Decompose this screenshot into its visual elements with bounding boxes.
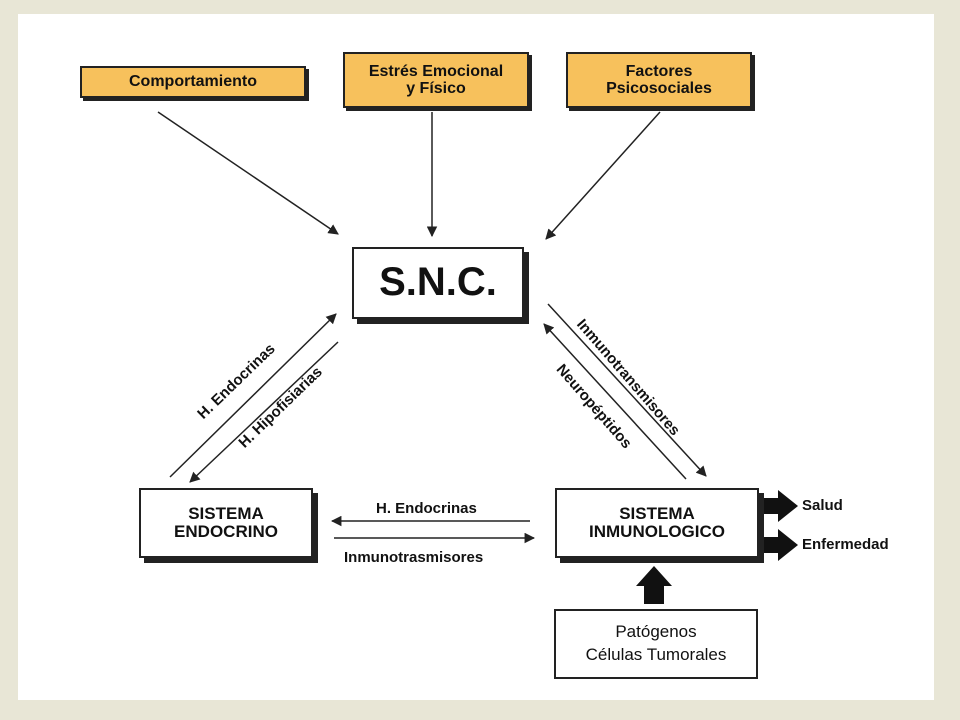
arrow-to-enfermedad [764,529,798,561]
diagram-canvas: Comportamiento Estrés Emocional y Físico… [18,14,934,700]
arrow-endo-to-snc [169,313,337,478]
arrow-snc-to-endo [189,341,339,483]
arrow-psycho-to-snc [545,111,661,240]
label-immune-to-endo: H. Endocrinas [376,500,477,517]
immune-label-line1: SISTEMA [619,503,695,523]
snc-box: S.N.C. [352,247,524,319]
immune-label-line2: INMUNOLOGICO [589,522,725,541]
stress-box: Estrés Emocional y Físico [343,52,529,108]
behavior-label: Comportamiento [129,73,257,91]
endocrine-box: SISTEMA ENDOCRINO [139,488,313,558]
arrow-layer [157,111,798,604]
pathogens-label-line1: Patógenos [615,622,697,642]
pathogens-box: Patógenos Células Tumorales [554,609,758,679]
immune-box: SISTEMA INMUNOLOGICO [555,488,759,558]
psychosocial-label-line1: Factores [625,62,693,80]
endocrine-label-line1: SISTEMA [188,503,264,523]
psychosocial-label-line2: Psicosociales [606,80,712,97]
arrow-snc-to-immune [547,303,707,477]
stress-label-line2: y Físico [406,80,466,97]
pathogens-label-line2: Células Tumorales [585,645,727,664]
arrow-immune-to-snc [543,323,687,480]
outcome-salud: Salud [802,497,843,514]
outcome-enfermedad: Enfermedad [802,536,889,553]
label-endo-to-immune: Inmunotrasmisores [344,549,484,566]
stress-label-line1: Estrés Emocional [368,62,504,80]
psychosocial-box: Factores Psicosociales [566,52,752,108]
behavior-box: Comportamiento [80,66,306,98]
snc-label: S.N.C. [379,260,497,305]
arrow-pathogens-to-immune [636,566,672,604]
endocrine-label-line2: ENDOCRINO [174,522,278,541]
arrow-to-salud [764,490,798,522]
arrow-behavior-to-snc [157,111,339,235]
